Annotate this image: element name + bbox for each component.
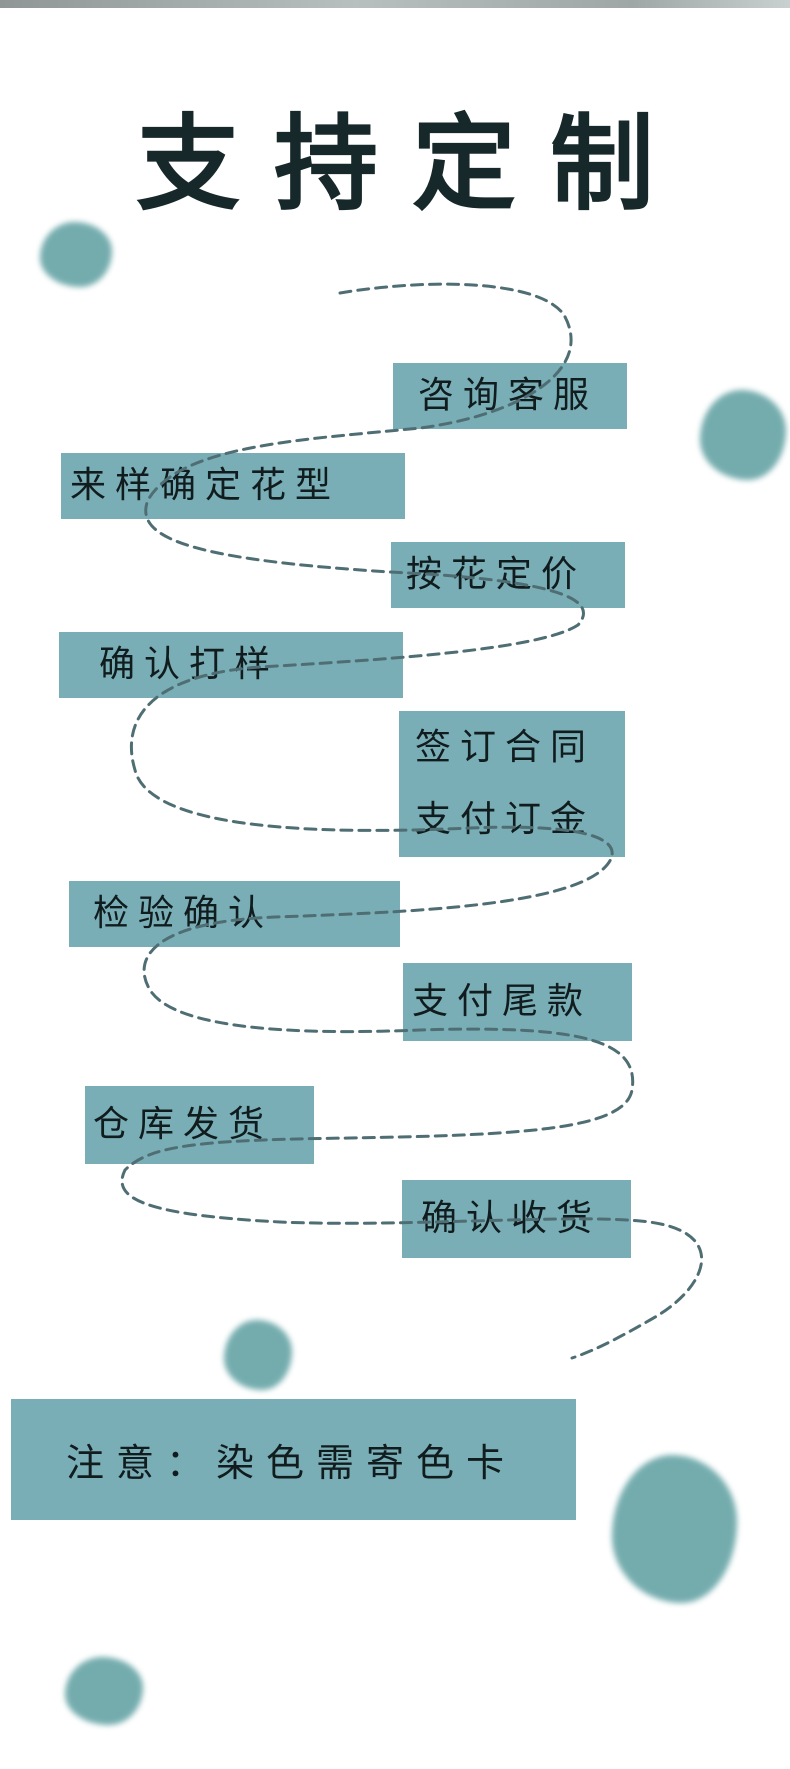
step-label-second: 支付订金	[415, 799, 596, 840]
step-label: 签订合同	[415, 727, 596, 768]
flower-blob-2	[700, 390, 786, 480]
flower-blob-3	[224, 1320, 292, 1390]
step-confirm-pattern: 来样确定花型	[61, 453, 405, 519]
flower-blob-1	[40, 222, 112, 287]
step-label: 按花定价	[406, 554, 587, 595]
note-text: 注意：染色需寄色卡	[66, 1441, 517, 1485]
step-label: 咨询客服	[418, 375, 599, 416]
step-price-by-pattern: 按花定价	[391, 542, 625, 608]
dyeing-note-banner: 注意：染色需寄色卡	[11, 1399, 576, 1520]
step-consult-service: 咨询客服	[393, 363, 627, 429]
step-pay-balance: 支付尾款	[403, 963, 632, 1041]
top-strip	[0, 0, 790, 8]
page-title: 支持定制	[135, 102, 688, 225]
step-label: 来样确定花型	[70, 465, 341, 506]
step-label: 检验确认	[93, 893, 274, 934]
step-label: 确认打样	[99, 644, 280, 685]
flower-blob-4	[612, 1455, 737, 1603]
step-inspect-confirm: 检验确认	[69, 881, 400, 947]
flower-blob-5	[65, 1657, 143, 1725]
step-contract-deposit: 签订合同 支付订金	[399, 711, 625, 857]
step-confirm-sample: 确认打样	[59, 632, 403, 698]
step-warehouse-ship: 仓库发货	[85, 1086, 314, 1164]
step-label: 仓库发货	[93, 1104, 274, 1145]
step-label: 确认收货	[421, 1198, 602, 1239]
step-label: 支付尾款	[412, 981, 593, 1022]
step-confirm-receipt: 确认收货	[402, 1180, 631, 1258]
